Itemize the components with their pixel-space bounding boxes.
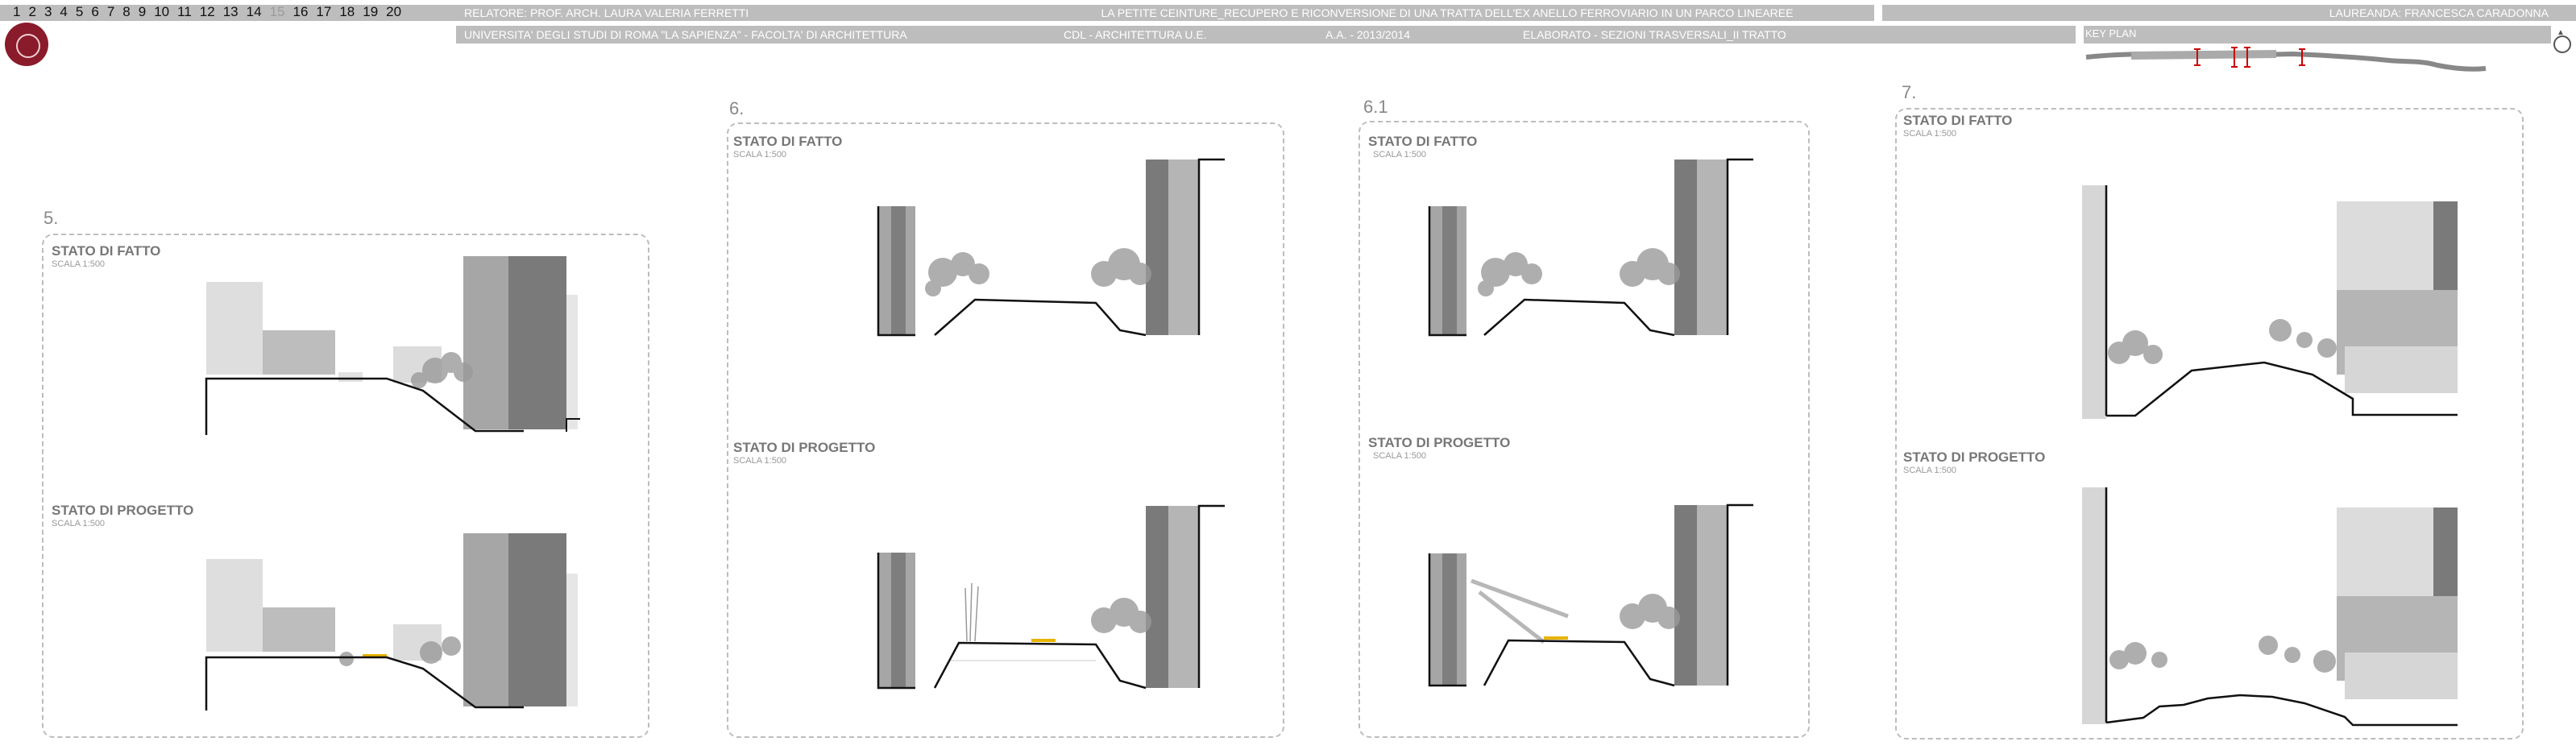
section-5-progetto-scale: SCALA 1:500 bbox=[52, 519, 106, 528]
section-5-fatto-drawing bbox=[205, 256, 580, 435]
course: CDL - ARCHITETTURA U.E. bbox=[1064, 28, 1207, 41]
section-6-1-panel bbox=[1359, 121, 1810, 738]
elaborato: ELABORATO - SEZIONI TRASVERSALI_II TRATT… bbox=[1523, 28, 1786, 41]
section-5-panel bbox=[42, 234, 649, 738]
page-link-13[interactable]: 13 bbox=[222, 4, 239, 19]
page-link-19[interactable]: 19 bbox=[363, 4, 379, 19]
page-link-8[interactable]: 8 bbox=[122, 4, 131, 19]
page-link-6[interactable]: 6 bbox=[91, 4, 99, 19]
page-link-5[interactable]: 5 bbox=[75, 4, 84, 19]
section-7-progetto-scale: SCALA 1:500 bbox=[1903, 466, 1957, 475]
section-6-1-fatto-drawing bbox=[1428, 158, 1753, 337]
section-7-fatto-scale: SCALA 1:500 bbox=[1903, 129, 1957, 139]
section-number-5: 5. bbox=[44, 208, 59, 228]
header-bar-bottom bbox=[456, 26, 2076, 44]
section-7-panel bbox=[1895, 108, 2524, 740]
page-link-15-active[interactable]: 15 bbox=[269, 4, 285, 19]
section-6-progetto-drawing bbox=[877, 504, 1225, 690]
page-link-9[interactable]: 9 bbox=[138, 4, 147, 19]
academic-year: A.A. - 2013/2014 bbox=[1325, 28, 1411, 41]
page-link-3[interactable]: 3 bbox=[44, 4, 52, 19]
section-number-6: 6. bbox=[729, 98, 745, 118]
page-link-20[interactable]: 20 bbox=[386, 4, 402, 19]
section-6-1-progetto-title: STATO DI PROGETTO bbox=[1368, 435, 1511, 450]
rotation-icon[interactable] bbox=[2553, 35, 2571, 53]
keyplan-map bbox=[2085, 47, 2487, 72]
page-link-4[interactable]: 4 bbox=[60, 4, 68, 19]
section-6-progetto-scale: SCALA 1:500 bbox=[733, 456, 787, 466]
section-6-progetto-title: STATO DI PROGETTO bbox=[733, 440, 876, 455]
section-6-fatto-drawing bbox=[877, 158, 1225, 337]
page-link-10[interactable]: 10 bbox=[154, 4, 170, 19]
section-7-fatto-drawing bbox=[2082, 185, 2458, 419]
page-link-1[interactable]: 1 bbox=[13, 4, 21, 19]
section-6-fatto-title: STATO DI FATTO bbox=[733, 134, 843, 149]
section-6-1-fatto-scale: SCALA 1:500 bbox=[1373, 150, 1427, 160]
section-7-fatto-title: STATO DI FATTO bbox=[1903, 113, 2013, 128]
page-link-17[interactable]: 17 bbox=[316, 4, 332, 19]
page-navigation: 1 2 3 4 5 6 7 8 9 10 11 12 13 14 15 16 1… bbox=[10, 3, 406, 21]
section-7-progetto-title: STATO DI PROGETTO bbox=[1903, 450, 2046, 465]
page-link-14[interactable]: 14 bbox=[246, 4, 262, 19]
university-logo bbox=[5, 23, 48, 66]
page-link-11[interactable]: 11 bbox=[177, 4, 192, 19]
north-arrow-icon: ▲ bbox=[2557, 28, 2565, 37]
section-7-progetto-drawing bbox=[2082, 487, 2458, 727]
section-5-progetto-title: STATO DI PROGETTO bbox=[52, 503, 194, 518]
laureanda: LAUREANDA: FRANCESCA CARADONNA bbox=[1882, 5, 2576, 21]
university: UNIVERSITA' DEGLI STUDI DI ROMA "LA SAPI… bbox=[464, 28, 907, 41]
section-5-fatto-title: STATO DI FATTO bbox=[52, 243, 161, 259]
page-link-2[interactable]: 2 bbox=[28, 4, 36, 19]
page-link-18[interactable]: 18 bbox=[339, 4, 355, 19]
section-5-progetto-drawing bbox=[205, 533, 578, 710]
section-6-fatto-scale: SCALA 1:500 bbox=[733, 150, 787, 160]
page-link-7[interactable]: 7 bbox=[106, 4, 115, 19]
page-link-12[interactable]: 12 bbox=[199, 4, 215, 19]
section-6-panel bbox=[727, 122, 1284, 738]
section-number-7: 7. bbox=[1902, 82, 1917, 102]
relatore: RELATORE: PROF. ARCH. LAURA VALERIA FERR… bbox=[456, 5, 1020, 21]
keyplan-label: KEY PLAN bbox=[2085, 27, 2137, 39]
keyplan-bar bbox=[2084, 26, 2551, 44]
section-6-1-progetto-drawing bbox=[1428, 503, 1753, 687]
section-5-fatto-scale: SCALA 1:500 bbox=[52, 259, 106, 269]
section-6-1-progetto-scale: SCALA 1:500 bbox=[1373, 451, 1427, 461]
section-6-1-fatto-title: STATO DI FATTO bbox=[1368, 134, 1478, 149]
thesis-title: LA PETITE CEINTURE_RECUPERO E RICONVERSI… bbox=[1020, 5, 1874, 21]
page-link-16[interactable]: 16 bbox=[292, 4, 309, 19]
section-number-6-1: 6.1 bbox=[1363, 97, 1388, 117]
